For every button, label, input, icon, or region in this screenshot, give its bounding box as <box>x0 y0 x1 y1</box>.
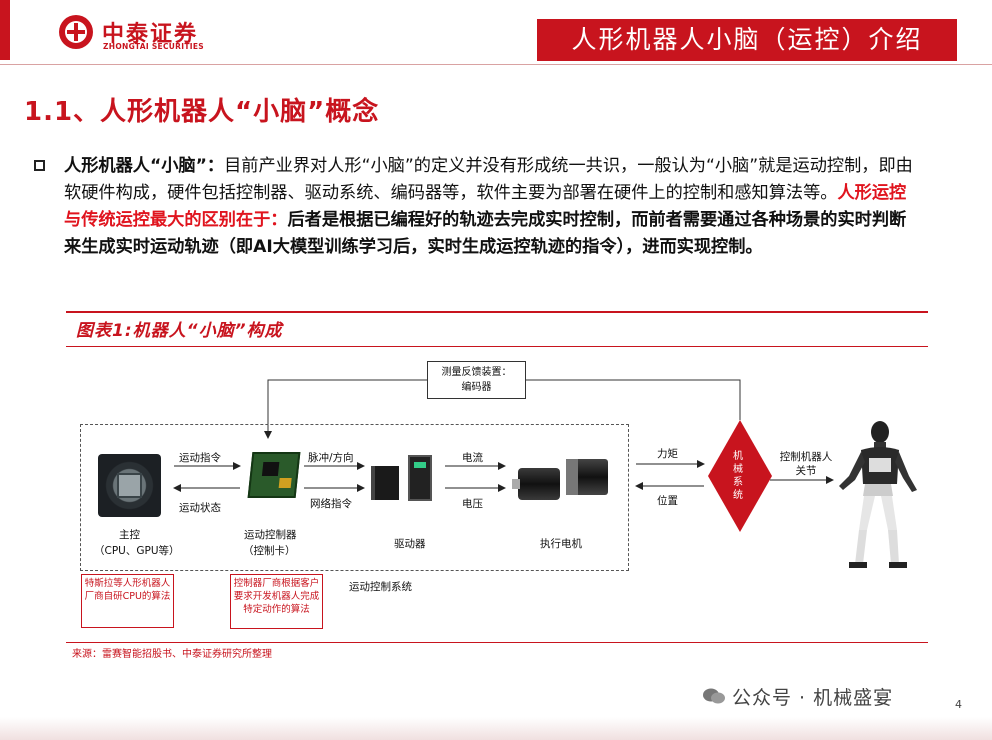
label-driver: 驱动器 <box>394 538 426 550</box>
label-control-robot-joint: 控制机器人关节 <box>779 451 833 477</box>
feedback-title: 测量反馈装置： <box>441 367 512 378</box>
label-current: 电流 <box>462 452 483 464</box>
label-voltage: 电压 <box>462 498 483 510</box>
label-pulse-direction: 脉冲/方向 <box>308 452 354 464</box>
servo-driver-icon <box>408 455 432 501</box>
humanoid-robot-icon <box>839 421 917 568</box>
note-controller-algorithm: 控制器厂商根据客户要求开发机器人完成特定动作的算法 <box>230 574 323 629</box>
brand-name: 中泰证券 <box>102 22 199 47</box>
page-number: 4 <box>955 698 962 711</box>
label-motion-command: 运动指令 <box>179 452 221 464</box>
servo-motor-icon <box>512 468 560 500</box>
wechat-icon <box>703 688 725 704</box>
label-motion-status: 运动状态 <box>179 502 221 514</box>
emphasis-text: 人形运控与传统运控最大的区别在于： <box>64 183 907 230</box>
body-paragraph: 人形机器人“小脑”：目前产业界对人形“小脑”的定义并没有形成统一共识，一般认为“… <box>64 153 922 261</box>
control-card-icon <box>247 452 301 498</box>
feedback-encoder: 编码器 <box>461 382 492 393</box>
label-motion-controller: 运动控制器 <box>244 529 297 541</box>
footer-band <box>0 717 992 740</box>
figure-source: 来源：雷赛智能招股书、中泰证券研究所整理 <box>72 649 272 660</box>
difference-text: 后者是根据已编程好的轨迹去完成实时控制，而前者需要通过各种场景的实时判断来生成实… <box>64 210 907 257</box>
figure-title: 图表1:机器人“小脑”构成 <box>76 321 283 341</box>
figure-top-rule <box>66 311 928 313</box>
mechanical-system-label: 机械系统 <box>733 451 743 501</box>
figure-bottom-rule <box>66 642 928 643</box>
zhongtai-logo-icon <box>59 15 93 49</box>
label-main-controller: 主控 <box>119 529 140 541</box>
motion-control-system-box <box>80 424 629 571</box>
feedback-device-box: 测量反馈装置： 编码器 <box>427 361 526 399</box>
label-motion-control-system: 运动控制系统 <box>349 581 412 593</box>
label-main-controller-sub: （CPU、GPU等） <box>94 545 180 557</box>
label-motion-controller-sub: （控制卡） <box>243 545 296 557</box>
header-accent-bar <box>0 0 10 60</box>
cpu-chip-icon <box>98 454 161 517</box>
figure-title-rule <box>66 346 928 347</box>
chapter-banner: 人形机器人小脑（运控）介绍 <box>537 19 957 61</box>
header-divider <box>0 64 992 65</box>
label-position: 位置 <box>657 495 678 507</box>
definition-text: 目前产业界对人形“小脑”的定义并没有形成统一共识，一般认为“小脑”就是运动控制，… <box>64 156 913 203</box>
wechat-watermark: 公众号 · 机械盛宴 <box>732 687 894 709</box>
section-title: 1.1、人形机器人“小脑”概念 <box>24 97 380 127</box>
checkbox-bullet-icon <box>34 160 45 171</box>
label-actuator-motor: 执行电机 <box>540 538 582 550</box>
label-network-command: 网络指令 <box>310 498 352 510</box>
note-humanoid-algorithm: 特斯拉等人形机器人厂商自研CPU的算法 <box>81 574 174 628</box>
stepper-motor-icon <box>566 459 608 495</box>
label-torque: 力矩 <box>657 448 678 460</box>
term-label: 人形机器人“小脑”： <box>64 156 225 176</box>
brand-name-en: ZHONGTAI SECURITIES <box>103 42 204 51</box>
stepper-driver-icon <box>371 466 399 500</box>
